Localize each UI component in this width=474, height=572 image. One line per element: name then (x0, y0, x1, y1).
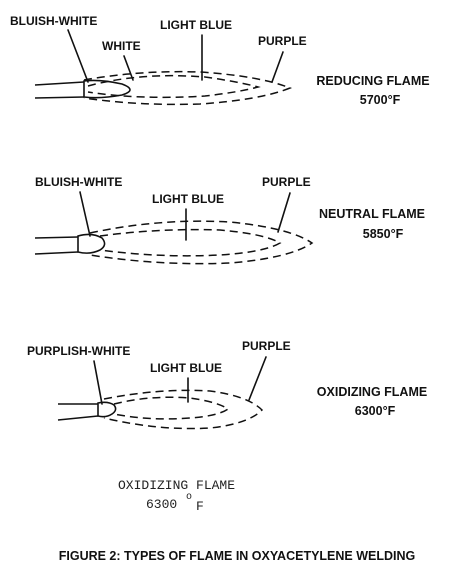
neutral-label-bluish-white: BLUISH-WHITE (35, 175, 122, 189)
oxidizing-outer-envelope (103, 389, 264, 430)
neutral-pointer-purple (277, 192, 291, 233)
reducing-label-white: WHITE (102, 39, 141, 53)
neutral-pointer-bluish-white (79, 191, 91, 237)
neutral-inner-envelope (99, 228, 282, 257)
figure-caption: FIGURE 2: TYPES OF FLAME IN OXYACETYLENE… (59, 549, 416, 563)
oxidizing-inner-cone (97, 401, 117, 418)
neutral-inner-cone (77, 233, 106, 254)
reducing-label-purple: PURPLE (258, 34, 307, 48)
neutral-label-light-blue: LIGHT BLUE (152, 192, 224, 206)
neutral-outer-envelope (89, 220, 314, 265)
neutral-flame-diagram: BLUISH-WHITE LIGHT BLUE PURPLE NEUTRAL F… (34, 175, 425, 265)
oxidizing-label-light-blue: LIGHT BLUE (150, 361, 222, 375)
oxidizing-pointer-purplish-white (93, 360, 103, 405)
oxidizing-torch-tip (57, 403, 99, 421)
oxidizing-inner-envelope (113, 396, 230, 420)
reducing-inner-cone (83, 79, 131, 99)
note-unit-letter: F (196, 499, 204, 514)
typewritten-note: OXIDIZING FLAME 6300 o F (118, 478, 235, 514)
note-temperature-value: 6300 (146, 497, 177, 512)
oxidizing-flame-name: OXIDIZING FLAME (317, 385, 427, 399)
reducing-flame-diagram: BLUISH-WHITE WHITE LIGHT BLUE PURPLE RED… (10, 14, 430, 107)
oxidizing-flame-diagram: PURPLISH-WHITE LIGHT BLUE PURPLE OXIDIZI… (27, 339, 427, 430)
oxidizing-pointer-purple (248, 356, 267, 401)
neutral-label-purple: PURPLE (262, 175, 311, 189)
note-flame-name: OXIDIZING FLAME (118, 478, 235, 493)
reducing-label-bluish-white: BLUISH-WHITE (10, 14, 97, 28)
reducing-pointer-bluish-white (67, 29, 89, 83)
reducing-pointer-purple (271, 51, 284, 83)
reducing-torch-tip (34, 81, 85, 99)
oxidizing-label-purplish-white: PURPLISH-WHITE (27, 344, 130, 358)
oxidizing-label-purple: PURPLE (242, 339, 291, 353)
reducing-label-light-blue: LIGHT BLUE (160, 18, 232, 32)
oxidizing-flame-temperature: 6300°F (355, 404, 396, 418)
neutral-flame-temperature: 5850°F (363, 227, 404, 241)
reducing-outer-envelope (83, 70, 293, 106)
reducing-pointer-white (123, 55, 134, 81)
reducing-feather (87, 74, 261, 99)
reducing-flame-temperature: 5700°F (360, 93, 401, 107)
neutral-torch-tip (34, 236, 79, 255)
note-degree-symbol: o (186, 492, 192, 503)
reducing-flame-name: REDUCING FLAME (316, 74, 429, 88)
neutral-flame-name: NEUTRAL FLAME (319, 207, 425, 221)
